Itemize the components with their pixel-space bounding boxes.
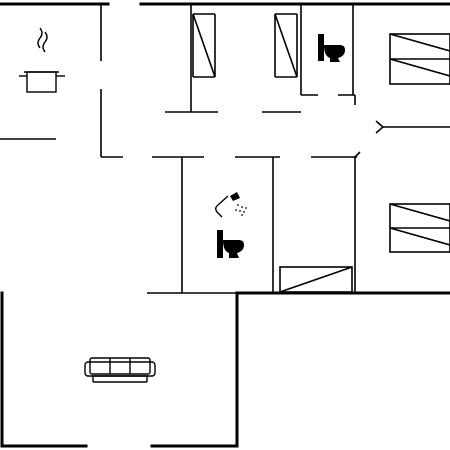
shower-icon <box>215 192 247 218</box>
interior-walls <box>0 4 450 294</box>
toilet-icon <box>318 34 345 62</box>
cooking-pot-icon <box>19 27 65 93</box>
double-bed-icon <box>389 203 450 253</box>
double-bed-icon <box>389 33 450 85</box>
doors <box>192 13 384 293</box>
toilet-icon <box>217 230 244 258</box>
sofa-icon <box>84 357 156 383</box>
